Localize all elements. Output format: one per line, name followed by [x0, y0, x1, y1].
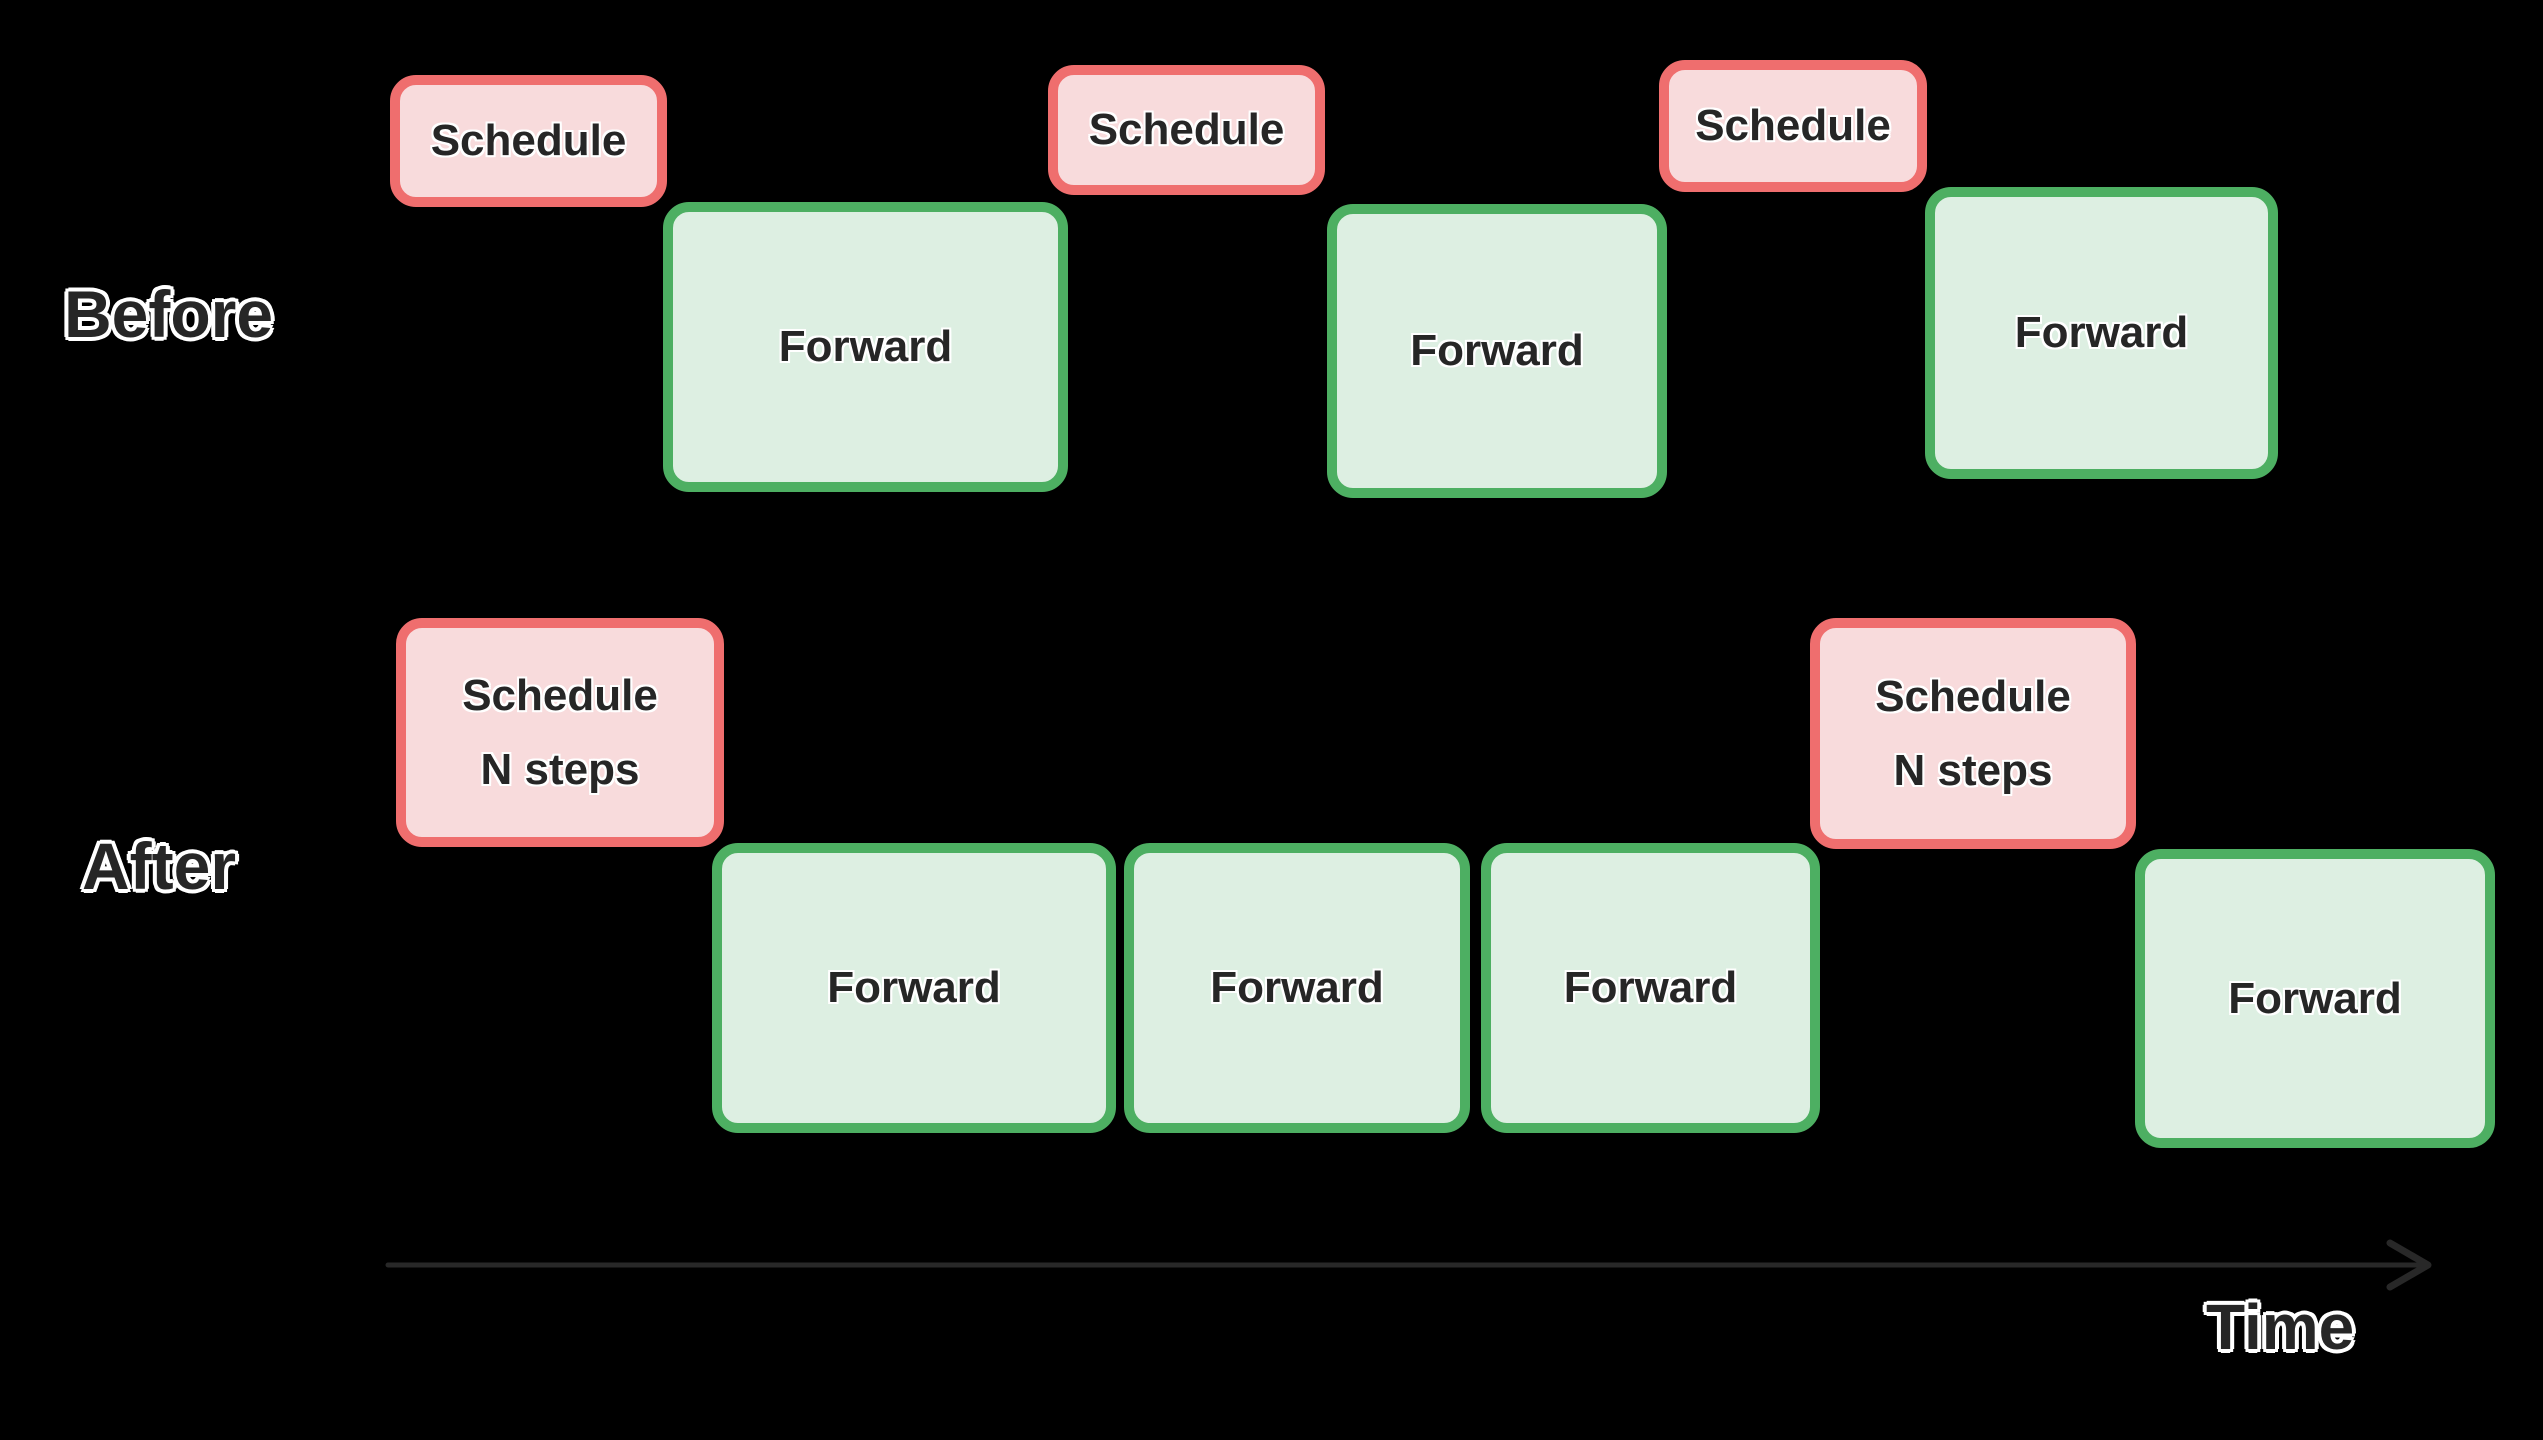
time-axis-label: Time — [2206, 1291, 2355, 1363]
forward-block: Forward — [1124, 843, 1470, 1133]
block-label: Forward — [778, 322, 953, 372]
block-label: Schedule — [1875, 671, 2071, 721]
block-label: Schedule — [1088, 105, 1285, 155]
forward-block: Forward — [712, 843, 1116, 1133]
schedule-block: Schedule — [1659, 60, 1927, 192]
block-label: Schedule — [430, 116, 627, 166]
row-label-before: Before — [64, 277, 274, 351]
forward-block: Forward — [2135, 849, 2495, 1148]
forward-block: Forward — [1481, 843, 1820, 1133]
block-label: Forward — [827, 963, 1001, 1013]
block-label: Schedule — [1695, 101, 1891, 151]
block-label: N steps — [480, 744, 640, 794]
block-label: Forward — [2014, 308, 2189, 358]
block-label: Forward — [1410, 326, 1584, 376]
block-label: N steps — [1893, 745, 2053, 795]
schedule-block: Schedule — [1048, 65, 1325, 195]
block-label: Forward — [1210, 963, 1384, 1013]
schedule-block: Schedule N steps — [396, 618, 724, 847]
row-label-after: After — [82, 829, 237, 903]
arrowhead-icon — [2386, 1239, 2432, 1291]
forward-block: Forward — [1327, 204, 1667, 498]
forward-block: Forward — [1925, 187, 2278, 479]
block-label: Forward — [1563, 963, 1738, 1013]
block-label: Forward — [2228, 973, 2402, 1023]
forward-block: Forward — [663, 202, 1068, 492]
schedule-block: Schedule — [390, 75, 667, 207]
block-label: Schedule — [462, 670, 658, 720]
schedule-block: Schedule N steps — [1810, 618, 2136, 849]
